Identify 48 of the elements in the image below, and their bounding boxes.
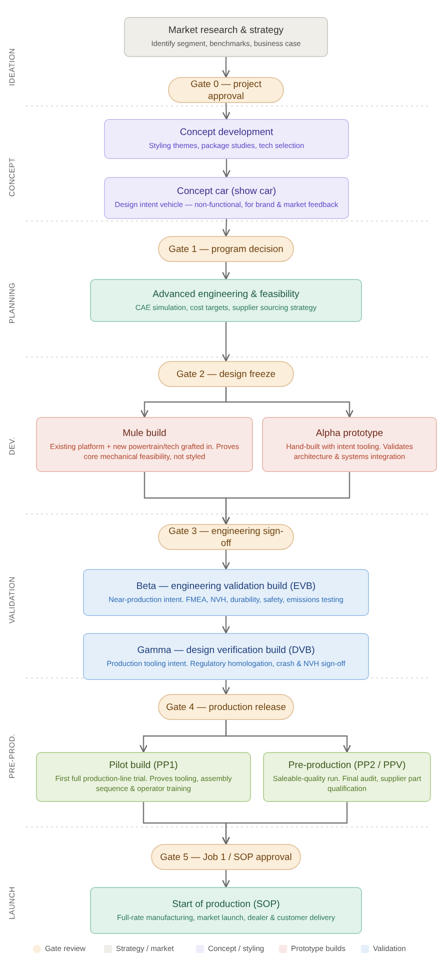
stage-box	[124, 17, 328, 57]
stage-title: Gate 1 — program decision	[168, 243, 284, 255]
arrow	[222, 870, 230, 888]
stage-title: Start of production (SOP)	[172, 898, 280, 911]
arrow	[222, 159, 230, 178]
stage-title: Gate 3 — engineering sign-off	[168, 525, 284, 549]
stage-box	[90, 887, 362, 934]
stage-title: Gamma — design verification build (DVB)	[137, 644, 315, 657]
stage-box	[263, 752, 431, 802]
gate-pill	[151, 844, 301, 870]
stage-title: Market research & strategy	[168, 25, 284, 38]
gate-pill	[158, 361, 294, 387]
stage-title: Alpha prototype	[316, 428, 384, 440]
stage-box	[262, 417, 437, 472]
stage-box	[104, 119, 349, 159]
arrow	[225, 720, 351, 753]
gate-pill	[158, 236, 294, 262]
stage-title: Advanced engineering & feasibility	[152, 288, 300, 301]
arrow	[222, 550, 230, 570]
stage-title: Gate 4 — production release	[166, 701, 286, 713]
arrow	[225, 387, 354, 418]
arrow	[222, 616, 230, 634]
arrow	[222, 262, 230, 280]
stage-title: Concept car (show car)	[176, 186, 276, 198]
arrow	[222, 472, 350, 525]
stage-title: Gate 0 — project approval	[190, 78, 262, 102]
stage-title: Mule build	[122, 428, 166, 440]
stage-box	[90, 279, 362, 322]
arrow	[222, 102, 230, 120]
stage-box	[36, 417, 253, 472]
gate-pill	[168, 77, 284, 103]
stage-title: Pre-production (PP2 / PPV)	[288, 760, 406, 772]
stage-box	[83, 569, 369, 616]
arrow	[222, 322, 230, 362]
stage-title: Concept development	[180, 127, 274, 140]
gate-pill	[158, 524, 294, 550]
stage-box	[36, 752, 251, 802]
arrow	[222, 680, 230, 695]
stage-box	[104, 177, 349, 219]
arrow	[222, 218, 230, 237]
stage-box	[83, 633, 369, 680]
arrow	[222, 57, 230, 78]
gate-pill	[158, 694, 294, 720]
stage-title: Gate 5 — Job 1 / SOP approval	[160, 851, 292, 863]
arrow	[222, 802, 348, 845]
stage-title: Pilot build (PP1)	[109, 760, 178, 772]
stage-title: Gate 2 — design freeze	[176, 368, 276, 380]
stage-title: Beta — engineering validation build (EVB)	[136, 580, 316, 593]
